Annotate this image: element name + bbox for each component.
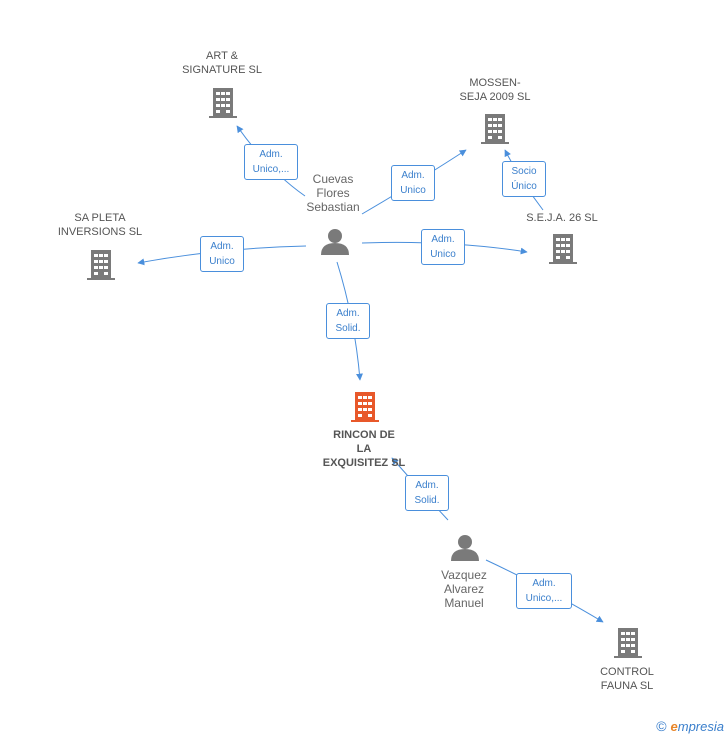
edge-label-seja-mossen: Socio Único (502, 161, 546, 197)
person-icon (451, 535, 479, 561)
person-label-cuevas[interactable]: Cuevas Flores Sebastian (306, 172, 360, 214)
company-label-seja[interactable]: S.E.J.A. 26 SL (526, 212, 598, 224)
building-icon (481, 114, 509, 144)
person-label-vazquez[interactable]: Vazquez Alvarez Manuel (441, 568, 487, 610)
brand-initial: e (670, 719, 678, 734)
building-icon (208, 86, 238, 118)
edge-label-cuevas-seja: Adm. Unico (421, 229, 465, 265)
building-icon (87, 250, 115, 280)
building-icon (614, 628, 642, 658)
company-label-mossen[interactable]: MOSSEN- SEJA 2009 SL (459, 77, 531, 103)
focus-building-icon (351, 392, 379, 422)
edge-label-cuevas-art: Adm. Unico,... (244, 144, 298, 180)
building-icon (549, 234, 577, 264)
empresia-footer[interactable]: ©empresia (656, 718, 724, 734)
edge-label-cuevas-mossen: Adm. Unico (391, 165, 435, 201)
company-label-sapleta[interactable]: SA PLETA INVERSIONS SL (57, 212, 143, 238)
company-label-rincon[interactable]: RINCON DE LA EXQUISITEZ SL (322, 429, 406, 469)
company-label-control[interactable]: CONTROL FAUNA SL (600, 666, 654, 692)
edge-label-vazquez-control: Adm. Unico,... (516, 573, 572, 609)
edge-label-cuevas-sapleta: Adm. Unico (200, 236, 244, 272)
company-label-art[interactable]: ART & SIGNATURE SL (182, 50, 262, 76)
person-icon (321, 229, 349, 255)
edge-label-cuevas-rincon: Adm. Solid. (326, 303, 370, 339)
edge-label-vazquez-rincon: Adm. Solid. (405, 475, 449, 511)
brand-name: mpresia (677, 719, 724, 734)
copyright-icon: © (656, 718, 667, 734)
